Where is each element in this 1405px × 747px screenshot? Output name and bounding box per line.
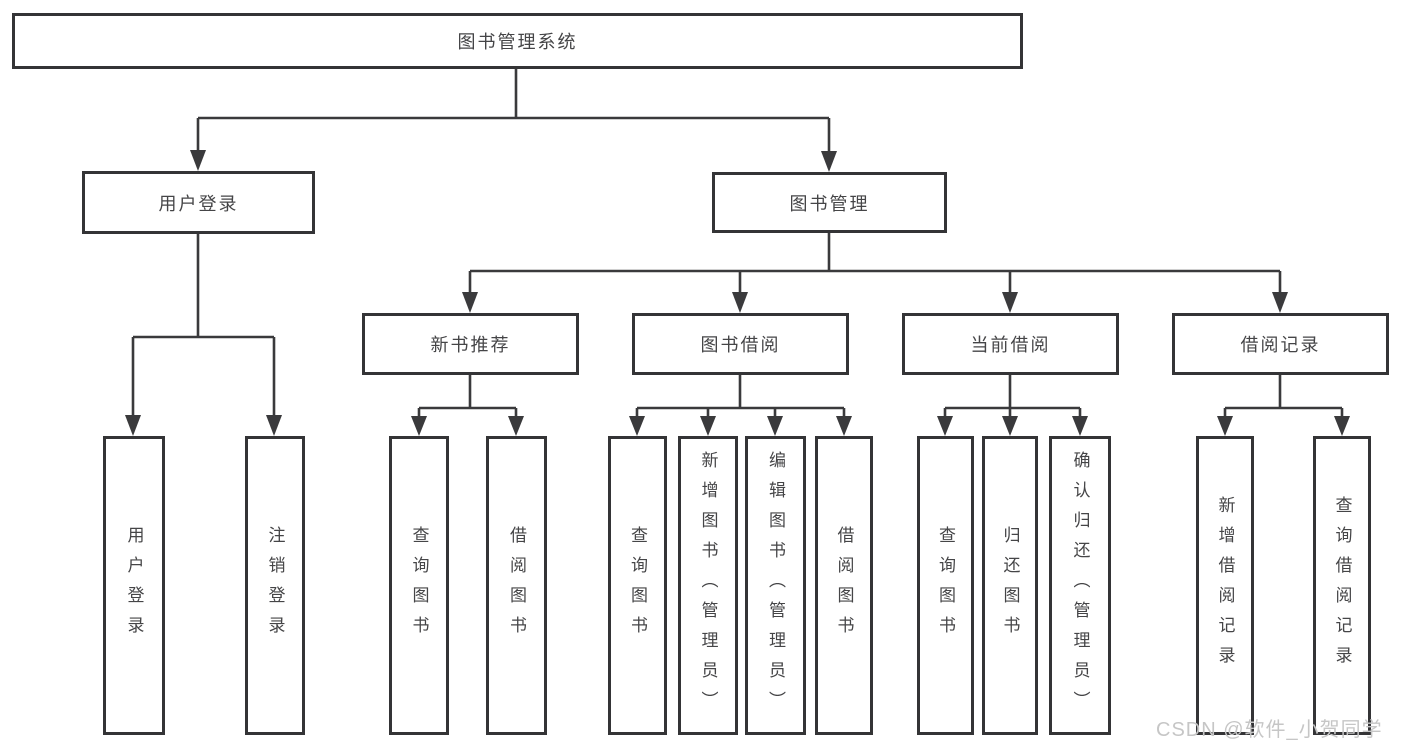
leaf-logout: 注销登录 [245,436,305,735]
leaf-query-book-current: 查询图书 [917,436,974,735]
leaf-query-borrow-record-label: 查询借阅记录 [1332,495,1352,676]
leaf-edit-book-admin: 编辑图书（管理员） [745,436,806,735]
leaf-add-book-admin: 新增图书（管理员） [678,436,738,735]
node-book-borrow-label: 图书借阅 [700,335,781,355]
leaf-return-book: 归还图书 [982,436,1038,735]
leaf-query-book-recommend: 查询图书 [389,436,449,735]
node-borrow-record: 借阅记录 [1172,313,1389,375]
node-book-management-label: 图书管理 [789,193,870,214]
node-borrow-record-label: 借阅记录 [1240,335,1321,355]
node-user-login-label: 用户登录 [158,193,239,214]
leaf-add-borrow-record-label: 新增借阅记录 [1215,495,1235,676]
node-book-borrow: 图书借阅 [632,313,849,375]
node-new-book-recommend: 新书推荐 [362,313,579,375]
csdn-watermark: CSDN @软件_小贺同学 [1156,719,1383,741]
leaf-confirm-return-admin-label: 确认归还（管理员） [1070,450,1090,721]
node-current-borrow: 当前借阅 [902,313,1119,375]
node-new-book-recommend-label: 新书推荐 [430,335,511,355]
leaf-borrow-book: 借阅图书 [815,436,873,735]
leaf-user-login-label: 用户登录 [124,525,144,646]
leaf-borrow-book-recommend-label: 借阅图书 [507,525,526,646]
leaf-add-book-admin-label: 新增图书（管理员） [698,450,718,721]
leaf-user-login: 用户登录 [103,436,165,735]
leaf-logout-label: 注销登录 [265,525,285,646]
node-user-login: 用户登录 [82,171,315,234]
leaf-add-borrow-record: 新增借阅记录 [1196,436,1254,735]
leaf-query-book-current-label: 查询图书 [936,525,955,646]
node-root-label: 图书管理系统 [457,32,578,52]
node-book-management: 图书管理 [712,172,947,233]
leaf-query-book-borrow: 查询图书 [608,436,667,735]
node-root: 图书管理系统 [12,13,1023,69]
leaf-borrow-book-recommend: 借阅图书 [486,436,547,735]
leaf-query-borrow-record: 查询借阅记录 [1313,436,1371,735]
leaf-query-book-recommend-label: 查询图书 [409,525,429,646]
leaf-query-book-borrow-label: 查询图书 [628,525,647,646]
node-current-borrow-label: 当前借阅 [970,335,1051,355]
leaf-borrow-book-label: 借阅图书 [834,525,854,646]
leaf-return-book-label: 归还图书 [1000,525,1020,646]
leaf-edit-book-admin-label: 编辑图书（管理员） [766,450,785,721]
leaf-confirm-return-admin: 确认归还（管理员） [1049,436,1111,735]
